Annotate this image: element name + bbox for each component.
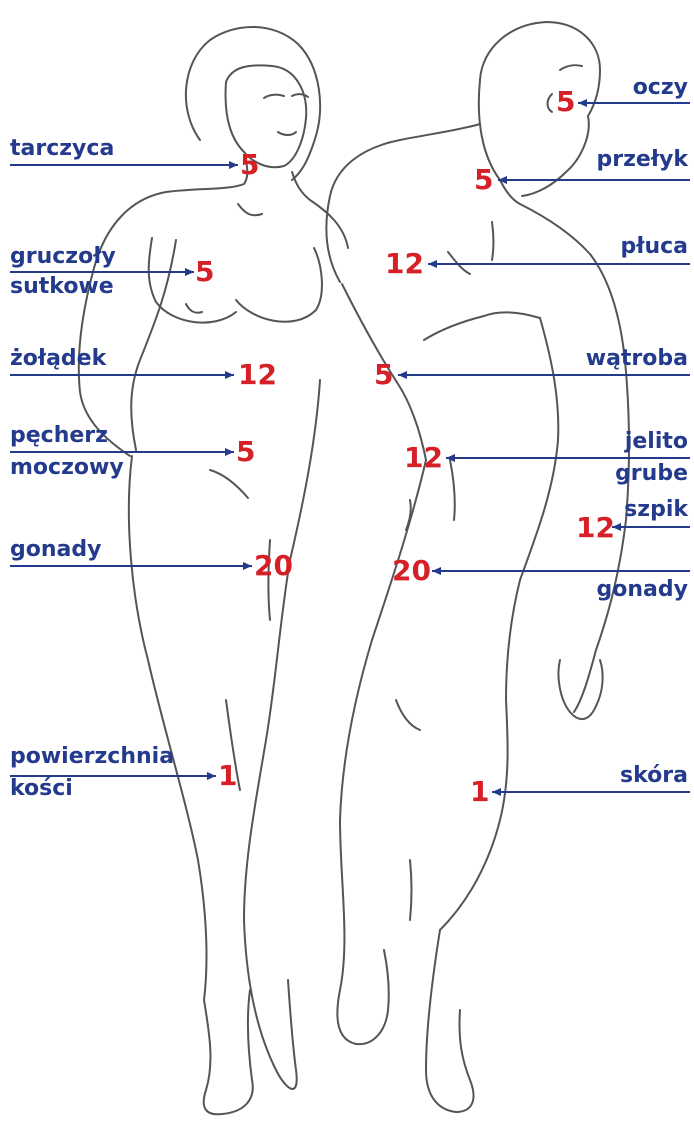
value-oczy: 5: [556, 86, 575, 118]
label-pecherz-line2: moczowy: [10, 454, 124, 482]
value-gonady-male: 20: [392, 555, 431, 587]
label-gonady-left: gonady: [10, 536, 101, 564]
value-pecherz: 5: [236, 436, 255, 468]
label-gonady-right: gonady: [597, 576, 688, 604]
label-powierzchnia-line1: powierzchnia: [10, 743, 174, 771]
label-watroba: wątroba: [586, 345, 688, 373]
label-gruczoly-line1: gruczoły: [10, 243, 116, 271]
value-skora: 1: [470, 776, 489, 808]
value-przelyk: 5: [474, 164, 493, 196]
value-zoladek: 12: [238, 359, 277, 391]
label-oczy: oczy: [633, 74, 688, 102]
label-tarczyca: tarczyca: [10, 135, 114, 163]
label-powierzchnia-line2: kości: [10, 775, 73, 803]
label-jelito-line2: grube: [615, 460, 688, 488]
value-szpik: 12: [576, 512, 615, 544]
label-jelito-line1: jelito: [625, 428, 688, 456]
value-tarczyca: 5: [240, 149, 259, 181]
value-gonady-female: 20: [254, 550, 293, 582]
value-gruczoly: 5: [195, 256, 214, 288]
label-pecherz-line1: pęcherz: [10, 422, 108, 450]
female-figure: [79, 27, 348, 1114]
value-jelito: 12: [404, 442, 443, 474]
label-przelyk: przełyk: [597, 146, 688, 174]
value-powierzchnia: 1: [218, 760, 237, 792]
label-pluca: płuca: [621, 233, 688, 261]
label-szpik: szpik: [624, 496, 688, 524]
value-watroba: 5: [374, 359, 393, 391]
label-zoladek: żołądek: [10, 345, 106, 373]
value-pluca: 12: [385, 248, 424, 280]
label-gruczoly-line2: sutkowe: [10, 273, 114, 301]
label-skora: skóra: [620, 762, 688, 790]
